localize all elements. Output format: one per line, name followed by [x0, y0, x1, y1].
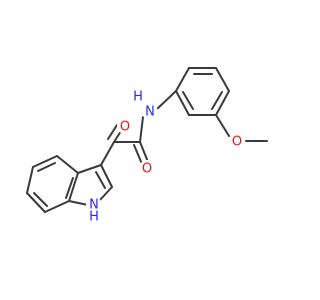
bond-indole-c7-c7a [44, 200, 70, 213]
atom-bg-h-indole [88, 210, 100, 222]
bond-ring1-c1-c2 [175, 67, 190, 92]
bond-layer [26, 67, 268, 213]
atom-n-amide: N [145, 105, 155, 120]
atom-o-amide: O [142, 162, 152, 177]
bond-indole-c3-c2-inner [95, 171, 106, 189]
bond-amide-c-o-2 [133, 144, 143, 165]
bond-keto-c-o-2 [107, 124, 118, 140]
bond-ring1-n-amide [156, 90, 177, 110]
bond-ring1-c4-c5 [215, 90, 230, 116]
bond-amide-c-o-1 [139, 141, 149, 163]
bond-indole-c6-c7 [26, 192, 46, 213]
atom-o-methoxy: O [232, 135, 242, 150]
bond-indole-benzo-inner-3 [65, 177, 74, 199]
bond-indole-c3-c3a [77, 164, 102, 174]
bond-ring1-c3-c4 [215, 67, 230, 92]
bond-indole-n1-c7a [68, 200, 89, 206]
bond-indole-benzo-inner-2 [33, 192, 48, 207]
atom-o-ketone: O [120, 120, 130, 135]
bond-ring1-o-methoxy [215, 114, 230, 137]
atom-bg-o-ketone [117, 118, 133, 134]
atom-bg-n-indole [86, 197, 102, 213]
bond-indole-c2-n1 [99, 186, 113, 201]
bond-indole-c3a-c4 [56, 155, 79, 174]
atom-h-amide: H [133, 90, 143, 105]
bond-indole-c3a-c7a [68, 172, 79, 202]
atom-h-indole: H [89, 210, 99, 225]
bond-indole-benzo-inner-1 [37, 162, 56, 172]
atom-bg-h-amide [131, 90, 145, 104]
bond-ring1-c6-c1 [175, 90, 190, 116]
atom-label-layer: O O O N H N H [86, 90, 245, 225]
bond-indole-c4-c5 [32, 155, 58, 168]
bond-n-amide-c [139, 116, 144, 143]
bond-indole-c3-c2 [100, 164, 113, 188]
bond-keto-c-indole-c3 [100, 141, 115, 166]
atom-bg-o-methoxy [229, 133, 245, 149]
atom-bg-o-amide [139, 160, 155, 176]
atom-n-indole: N [89, 198, 99, 213]
molecule-structure: O O O N H N H [26, 67, 268, 225]
bond-indole-c5-c6 [26, 166, 34, 194]
atom-bg-n-amide [142, 104, 158, 120]
bond-ring1-inner-3 [182, 91, 194, 110]
bond-ring1-inner-2 [211, 91, 223, 110]
